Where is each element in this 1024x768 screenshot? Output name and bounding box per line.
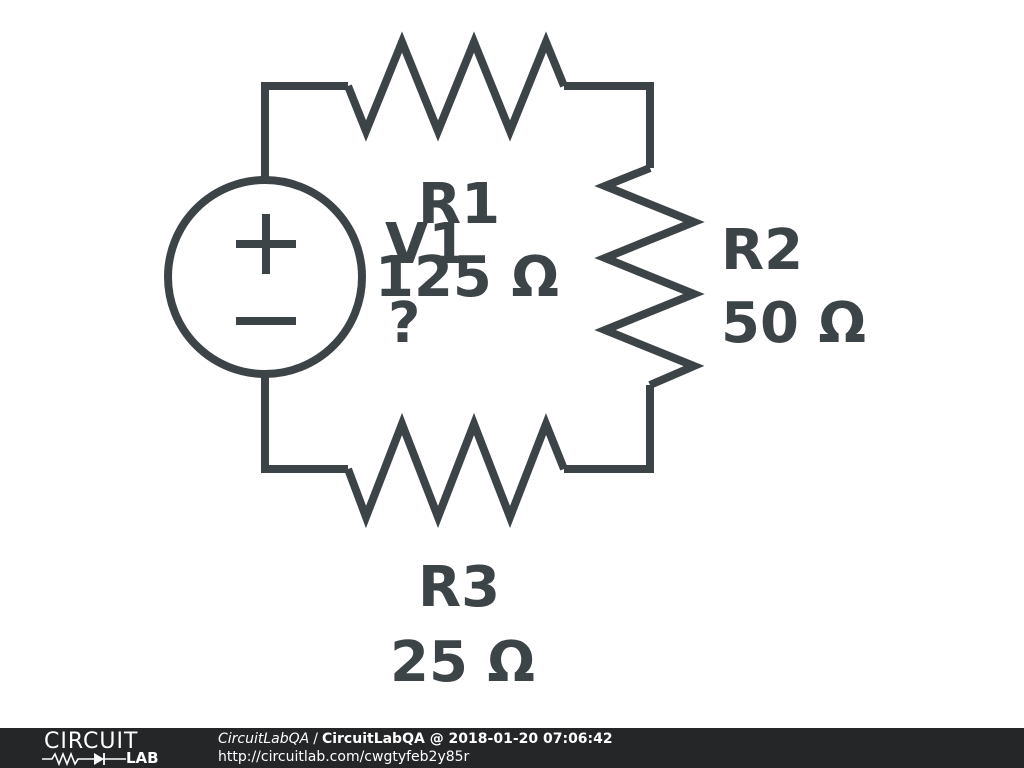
resistor-r1[interactable] (344, 31, 568, 142)
footer-circuit-title[interactable]: CircuitLabQA @ 2018-01-20 07:06:42 (321, 731, 613, 747)
footer-attribution: CircuitLabQA/CircuitLabQA @ 2018-01-20 0… (218, 730, 613, 748)
logo-wordmark-circuit: CIRCUIT (44, 729, 139, 754)
voltage-source-circle (164, 176, 366, 378)
footer-separator: / (313, 731, 318, 747)
wire-right-bottom[interactable] (564, 385, 654, 473)
wire-top-right[interactable] (564, 82, 654, 168)
resistor-diode-icon (42, 752, 126, 766)
wire-top-left[interactable] (261, 82, 348, 180)
footer-url-link[interactable]: http://circuitlab.com/cwgtyfeb2y85r (218, 749, 470, 765)
voltage-source-v1[interactable] (164, 176, 366, 378)
logo-wordmark-lab: LAB (126, 749, 159, 767)
v1-name-label: V1 (385, 212, 467, 277)
resistor-r3[interactable] (344, 412, 568, 529)
footer-bar: CIRCUIT LAB CircuitLabQA/CircuitLabQA @ … (0, 728, 1024, 768)
resistor-r2[interactable] (594, 164, 705, 389)
r3-value-label: 25 Ω (390, 630, 535, 695)
circuitlab-logo[interactable]: CIRCUIT LAB (34, 730, 184, 766)
r1-value-label: 125 Ω (375, 245, 559, 310)
r2-value-label: 50 Ω (721, 291, 866, 356)
r3-name-label: R3 (418, 555, 500, 620)
r2-name-label: R2 (721, 218, 803, 283)
footer-user-link[interactable]: CircuitLabQA (218, 731, 310, 747)
v1-value-label: ? (388, 291, 420, 356)
r1-name-label: R1 (418, 172, 500, 237)
wire-bottom-left[interactable] (261, 374, 348, 473)
